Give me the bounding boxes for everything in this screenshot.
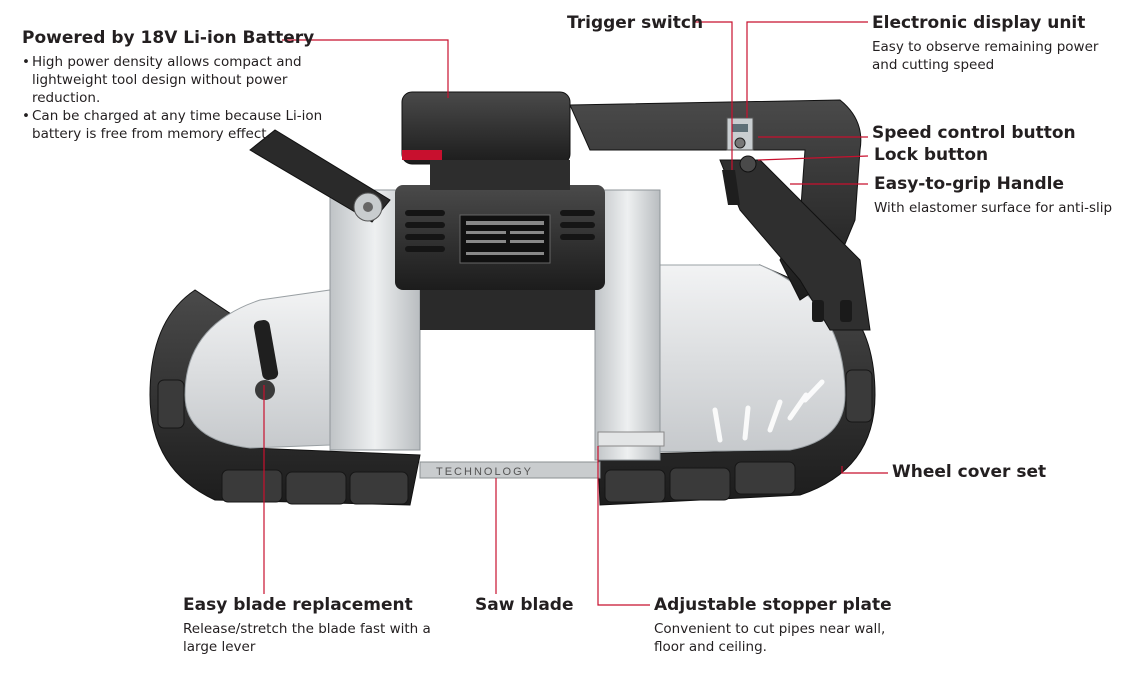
stopper-plate — [597, 431, 665, 447]
callout-title: Saw blade — [475, 595, 574, 615]
callout-title: Wheel cover set — [892, 462, 1047, 482]
callout-title: Lock button — [874, 145, 989, 165]
speed-button — [734, 137, 746, 149]
callout-desc: Convenient to cut pipes near wall, floor… — [654, 621, 886, 655]
callout-title: Powered by 18V Li-ion Battery — [22, 28, 315, 48]
blade-lever — [253, 320, 279, 380]
callout-trigger: Trigger switch — [567, 13, 703, 34]
leader-lines — [263, 21, 888, 606]
callout-desc: With elastomer surface for anti-slip — [874, 200, 1113, 216]
callout-display: Electronic display unit Easy to observe … — [872, 13, 1122, 74]
callout-saw-blade: Saw blade — [475, 595, 574, 616]
blade-marking: TECHNOLOGY — [436, 466, 533, 478]
bullet-item: Can be charged at any time because Li-io… — [22, 107, 342, 143]
callout-blade-replacement: Easy blade replacement Release/stretch t… — [183, 595, 453, 656]
callout-speed: Speed control button — [872, 123, 1076, 144]
callout-desc: Easy to observe remaining power and cutt… — [872, 39, 1099, 73]
callout-grip: Easy-to-grip Handle With elastomer surfa… — [874, 174, 1124, 217]
callout-title: Trigger switch — [567, 13, 704, 33]
callout-title: Easy blade replacement — [183, 595, 413, 615]
callout-wheel-cover: Wheel cover set — [892, 462, 1046, 483]
lock-button — [739, 155, 757, 173]
callout-lock: Lock button — [874, 145, 988, 166]
callout-title: Easy-to-grip Handle — [874, 174, 1064, 194]
callout-title: Speed control button — [872, 123, 1076, 143]
callout-title: Electronic display unit — [872, 13, 1086, 33]
callout-title: Adjustable stopper plate — [654, 595, 892, 615]
callout-desc: Release/stretch the blade fast with a la… — [183, 621, 431, 655]
grip-handle — [719, 159, 871, 331]
trigger — [722, 170, 740, 205]
saw-blade — [419, 461, 601, 479]
bullet-item: High power density allows compact and li… — [22, 53, 342, 107]
callout-stopper-plate: Adjustable stopper plate Convenient to c… — [654, 595, 904, 656]
callout-bullets: High power density allows compact and li… — [22, 53, 342, 143]
callout-battery: Powered by 18V Li-ion Battery High power… — [22, 28, 342, 143]
